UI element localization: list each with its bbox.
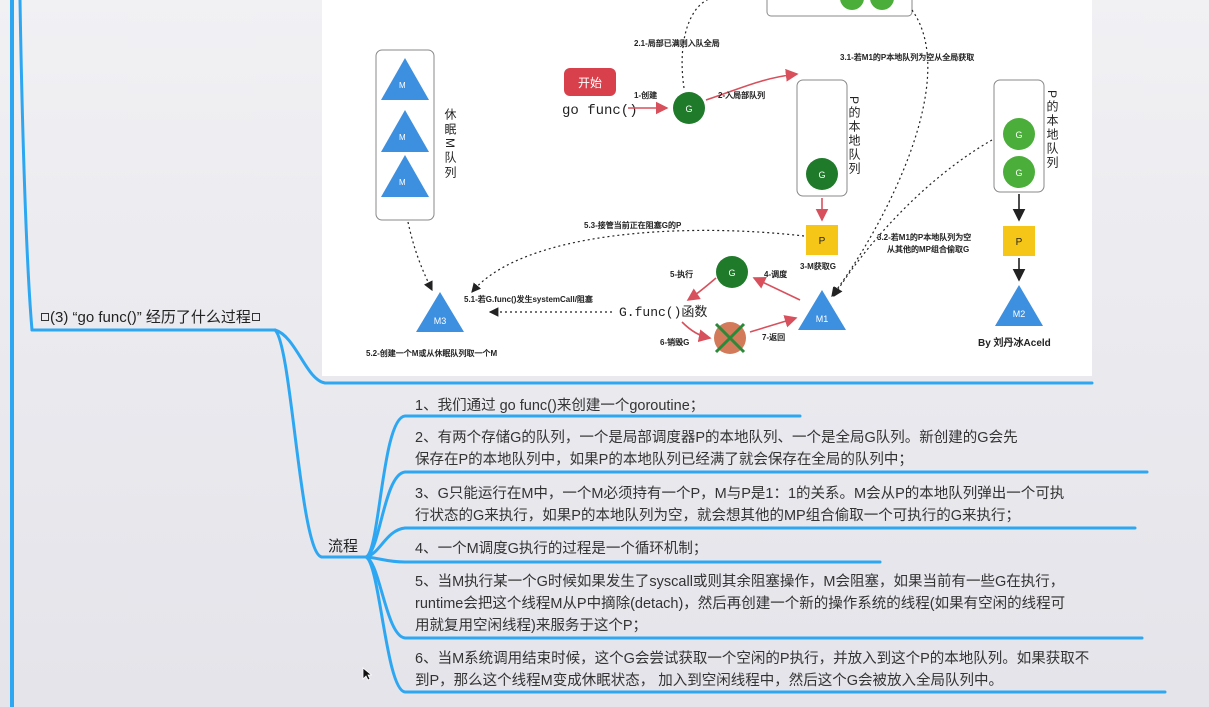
sleep-m-1 — [381, 58, 429, 100]
flow-step-2[interactable]: 2、有两个存储G的队列，一个是局部调度器P的本地队列、一个是全局G队列。新创建的… — [415, 427, 1018, 471]
global-queue-g2 — [870, 0, 894, 10]
flow-step-6-line-1: 6、当M系统调用结束时候，这个G会尝试获取一个空闲的P执行，并放入到这个P的本地… — [415, 651, 1090, 667]
edge-destroy-label: 6-销毁G — [660, 337, 689, 347]
p2-queue-g1 — [1003, 118, 1035, 150]
edge-steal — [833, 139, 993, 298]
exec-g — [716, 256, 748, 288]
exec-g-label: G — [728, 268, 735, 278]
flow-step-3[interactable]: 3、G只能运行在M中，一个M必须持有一个P，M与P是1：1的关系。M会从P的本地… — [415, 483, 1064, 527]
edge-new-m-label: 5.2-创建一个M或从休眠队列取一个M — [366, 348, 497, 358]
flow-step-5-line-2: runtime会把这个线程M从P中摘除(detach)，然后再创建一个新的操作系… — [415, 596, 1066, 612]
p2 — [1003, 226, 1035, 256]
topic-marker-right-icon — [251, 313, 260, 322]
flow-step-3-line-2: 行状态的G来执行，如果P的本地队列为空，就会想其他的MP组合偷取一个可执行的G来… — [415, 508, 1020, 524]
edge-take-over — [471, 229, 805, 293]
m1 — [798, 290, 846, 330]
p1-queue-g — [806, 158, 838, 190]
edge-global-full — [681, 0, 709, 89]
destroyed-g-cross — [714, 322, 746, 354]
sleep-m-3 — [381, 155, 429, 197]
edge-create-label: 1-创建 — [634, 90, 658, 100]
p1 — [806, 225, 838, 255]
p1-label: P — [819, 236, 826, 247]
edge-from-global-label: 3.1-若M1的P本地队列为空从全局获取 — [840, 52, 974, 62]
flow-step-3-line-1: 3、G只能运行在M中，一个M必须持有一个P，M与P是1：1的关系。M会从P的本地… — [415, 486, 1065, 502]
new-g — [673, 92, 705, 124]
edge-global-full-label: 2.1-局部已满则入队全局 — [634, 38, 720, 48]
sleep-m-2 — [381, 110, 429, 152]
edge-m-get-g-label: 3-M获取G — [800, 261, 836, 271]
global-queue-box — [766, 0, 913, 17]
global-queue-g1 — [840, 0, 864, 10]
go-func-label: go func() — [562, 103, 638, 119]
edge-local-queue-label: 2-入局部队列 — [718, 90, 765, 100]
m3-label: M3 — [434, 316, 447, 326]
gmp-diagram: M M M 休眠M队列 开始 go func() 1-创建 G 2.1-局部已满… — [322, 0, 1092, 376]
edge-steal-label-2: 从其他的MP组合偷取G — [887, 244, 969, 254]
flow-step-2-line-1: 2、有两个存储G的队列，一个是局部调度器P的本地队列、一个是全局G队列。新创建的… — [415, 430, 1018, 446]
topic-label: (3) “go func()” 经历了什么过程 — [50, 309, 251, 326]
flow-to-step6 — [364, 555, 1167, 694]
flow-to-step3 — [364, 526, 1137, 559]
p2-queue-g1-label: G — [1015, 130, 1022, 140]
m2-label: M2 — [1013, 309, 1026, 319]
p2-local-queue-label: P的本地队列 — [1045, 90, 1059, 170]
flow-step-4-line-1: 4、一个M调度G执行的过程是一个循环机制； — [415, 541, 708, 557]
topic-node[interactable]: (3) “go func()” 经历了什么过程 — [38, 307, 263, 329]
flow-step-6-line-2: 到P，那么这个线程M变成休眠状态， 加入到空闲线程中，然后这个G会被放入全局队列… — [415, 673, 1004, 689]
topic-to-diagram — [273, 328, 1094, 385]
edge-take-over-label: 5.3-接管当前正在阻塞G的P — [584, 220, 682, 230]
author-label: By 刘丹冰Aceld — [978, 336, 1051, 349]
sleep-m-2-label: M — [399, 133, 406, 142]
edge-execute — [686, 277, 717, 301]
flow-to-step2 — [364, 470, 1149, 559]
edge-return — [749, 315, 798, 333]
mouse-cursor-icon — [362, 667, 372, 681]
flow-step-5[interactable]: 5、当M执行某一个G时候如果发生了syscall或则其余阻塞操作，M会阻塞，如果… — [415, 571, 1065, 637]
m1-label: M1 — [816, 314, 829, 324]
gfunc-label: G.func()函数 — [619, 305, 707, 320]
flow-step-2-line-2: 保存在P的本地队列中，如果P的本地队列已经满了就会保存在全局的队列中； — [415, 452, 913, 468]
edge-schedule — [752, 277, 801, 301]
start-label: 开始 — [578, 76, 602, 90]
m2 — [995, 285, 1043, 326]
flow-step-1-line-1: 1、我们通过 go func()来创建一个goroutine； — [415, 398, 705, 414]
edge-steal-label-1: 3.2-若M1的P本地队列为空 — [877, 232, 971, 242]
flow-to-step4 — [364, 555, 882, 564]
edge-syscall-block-label: 5.1-若G.func()发生systemCall/阻塞 — [464, 294, 594, 304]
topic-marker-left-icon — [41, 313, 49, 322]
edge-execute-label: 5-执行 — [670, 269, 693, 279]
p1-queue-g-label: G — [818, 170, 825, 180]
start-badge — [564, 68, 616, 96]
p1-local-queue-label: P的本地队列 — [847, 96, 861, 176]
flow-step-1[interactable]: 1、我们通过 go func()来创建一个goroutine； — [415, 395, 704, 417]
edge-return-label: 7-返回 — [762, 332, 785, 342]
edge-destroy — [681, 321, 712, 343]
flow-step-5-line-1: 5、当M执行某一个G时候如果发生了syscall或则其余阻塞操作，M会阻塞，如果… — [415, 574, 1065, 590]
topic-to-flow — [273, 328, 324, 559]
flow-step-5-line-3: 用就复用空闲线程)来服务于这个P； — [415, 618, 647, 634]
flow-branch-node[interactable]: 流程 — [328, 538, 359, 555]
flow-step-4[interactable]: 4、一个M调度G执行的过程是一个循环机制； — [415, 538, 707, 560]
edge-local-queue — [705, 68, 799, 101]
gmp-diagram-svg: M M M 休眠M队列 开始 go func() 1-创建 G 2.1-局部已满… — [366, 0, 1059, 358]
sleep-m-1-label: M — [399, 81, 406, 90]
root-trunk-right — [18, 0, 34, 332]
sleep-queue-label: 休眠M队列 — [443, 108, 457, 181]
p2-queue-g2-label: G — [1015, 168, 1022, 178]
m3 — [416, 292, 464, 332]
p2-label: P — [1016, 237, 1023, 248]
edge-sleep-to-m3 — [407, 221, 433, 292]
sleep-m-3-label: M — [399, 178, 406, 187]
new-g-label: G — [685, 104, 692, 114]
edge-schedule-label: 4-调度 — [764, 269, 788, 279]
flow-step-6[interactable]: 6、当M系统调用结束时候，这个G会尝试获取一个空闲的P执行，并放入到这个P的本地… — [415, 648, 1089, 692]
p2-queue-g2 — [1003, 156, 1035, 188]
